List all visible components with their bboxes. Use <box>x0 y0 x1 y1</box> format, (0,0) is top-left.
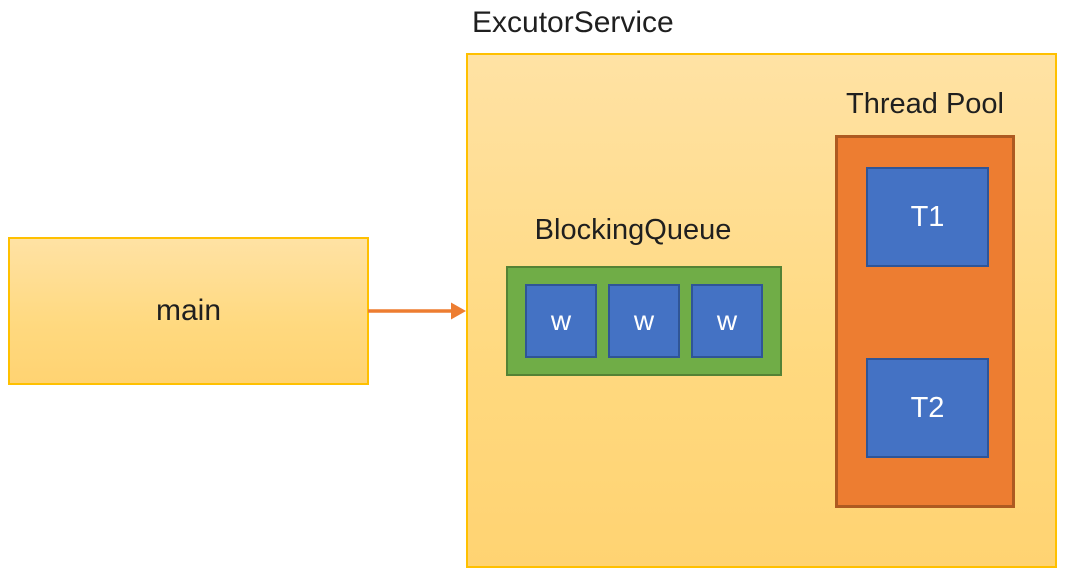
blocking-queue-box: w w w <box>506 266 782 376</box>
queue-task-w3: w <box>691 284 763 358</box>
thread-box-t1: T1 <box>866 167 989 267</box>
arrow-main-to-executor <box>368 302 466 320</box>
queue-task-w2: w <box>608 284 680 358</box>
queue-task-w1: w <box>525 284 597 358</box>
executor-service-title: ExcutorService <box>472 6 674 39</box>
main-box: main <box>8 237 369 385</box>
main-box-label: main <box>155 294 222 327</box>
thread-pool-box: T1 T2 <box>835 135 1015 508</box>
blocking-queue-title: BlockingQueue <box>534 214 732 246</box>
thread-pool-title: Thread Pool <box>846 88 1004 120</box>
thread-box-t2: T2 <box>866 358 989 458</box>
